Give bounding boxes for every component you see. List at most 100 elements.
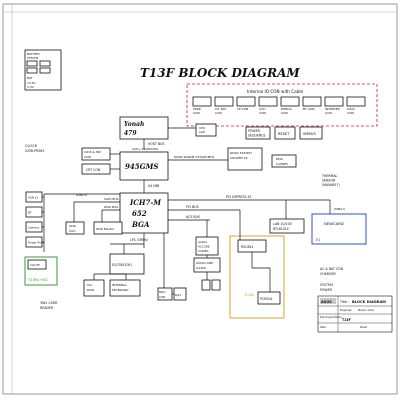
io-con-label: BT CON — [303, 107, 315, 111]
svg-text:ODD: ODD — [69, 224, 77, 228]
svg-text:13.5V: 13.5V — [27, 81, 37, 85]
cpu-cap: CPU CAP — [195, 123, 217, 137]
ddr-capres: DDR CAPRES — [271, 154, 297, 168]
svg-text:945GMS: 945GMS — [125, 162, 158, 171]
svg-text:SENSOR: SENSOR — [322, 179, 336, 183]
newcard-slot: NEWCARD E1 — [311, 213, 367, 245]
svg-text:CLOCK: CLOCK — [25, 144, 38, 148]
cardbus-controller-group: R5C841 3CBg PCMCIA — [229, 235, 285, 319]
diagram-title: T13F BLOCK DIAGRAM — [140, 66, 300, 80]
svg-text:RJ11: RJ11 — [175, 293, 182, 297]
svg-text:EC(IT8510E): EC(IT8510E) — [112, 263, 132, 267]
svg-text:CPU: CPU — [199, 126, 205, 130]
io-con-label: CON — [215, 111, 222, 115]
svg-text:ISA: ISA — [87, 283, 93, 287]
svg-text:DDR2 533/667: DDR2 533/667 — [230, 151, 252, 155]
svg-text:KEYBOARD: KEYBOARD — [112, 288, 129, 292]
svg-text:3CBg: 3CBg — [244, 292, 255, 297]
gmch-945gms: 945GMS — [119, 151, 169, 181]
usb-label-left: USB2.0 — [76, 193, 87, 197]
svg-text:ICS9LPR363: ICS9LPR363 — [25, 149, 44, 153]
svg-text:652: 652 — [132, 209, 147, 218]
svg-text:RESET: RESET — [278, 132, 290, 136]
left-con-label: Camera — [28, 226, 39, 230]
svg-text:ASUS: ASUS — [321, 300, 332, 304]
io-con-label: CCD — [259, 107, 266, 111]
svg-text:T13F: T13F — [342, 318, 351, 322]
svg-text:CAP: CAP — [199, 130, 205, 134]
isa-rom: ISA ROM — [83, 279, 105, 297]
hdd-master: HDD Master — [93, 221, 123, 235]
card-reader: 3IN1 CARD READER — [40, 301, 58, 310]
svg-text:SYSTEM: SYSTEM — [320, 283, 333, 287]
left-con-label: USB x3 — [28, 196, 38, 200]
title-block: ASUS Title : BLOCK DIAGRAM Engineer: Mar… — [317, 295, 393, 333]
svg-text:INTERNAL: INTERNAL — [112, 283, 127, 287]
svg-text:DDR: DDR — [276, 157, 283, 161]
io-con-label: TP CON — [236, 107, 248, 111]
svg-text:POWER: POWER — [248, 129, 261, 133]
svg-text:RTL8101E: RTL8101E — [273, 227, 289, 231]
svg-text:ICH7-M: ICH7-M — [129, 198, 161, 207]
svg-text:VFD/FB: VFD/FB — [27, 56, 38, 60]
svg-text:SODIMM X2: SODIMM X2 — [230, 156, 248, 160]
rj11-jack: RJ11 — [173, 287, 187, 301]
cpu-yonah: Yonah 479 — [119, 116, 169, 140]
left-con-box — [27, 259, 47, 270]
io-con-0 — [192, 96, 212, 107]
svg-text:SMBUS: SMBUS — [303, 132, 316, 136]
svg-text:LVDS & INV: LVDS & INV — [84, 150, 102, 154]
mic-jack — [211, 279, 221, 291]
io-con-label: Int. MIC — [215, 107, 226, 111]
svg-text:Title :: Title : — [339, 300, 349, 304]
svg-text:Slim: Slim — [69, 229, 76, 233]
reset-block: RESET — [274, 126, 296, 140]
svg-text:CHARGER: CHARGER — [320, 272, 337, 276]
pci-express-label: PCI EXPRESS X1 — [226, 195, 252, 199]
lpc-label: LPC 33MHz — [130, 238, 148, 242]
svg-text:NEWCARD: NEWCARD — [324, 221, 344, 226]
svg-text:MDC: MDC — [159, 290, 166, 294]
svg-text:Yonah: Yonah — [124, 121, 144, 128]
svg-text:R5C841: R5C841 — [241, 245, 254, 249]
svg-text:PCMCIA: PCMCIA — [260, 297, 273, 301]
io-con-label: SPKR — [193, 107, 201, 111]
io-con-label: DEBUG — [281, 107, 292, 111]
pata-bus-label: PATA BUS — [104, 205, 118, 209]
svg-text:Size Project Name: Size Project Name — [320, 316, 342, 319]
io-con-7 — [346, 96, 366, 107]
io-con-label: INVERTER — [325, 107, 340, 111]
io-con-2 — [236, 96, 256, 107]
svg-text:Engineer:: Engineer: — [340, 308, 353, 312]
lvds-inv-con: LVDS & INV CON — [81, 147, 111, 161]
svg-text:HDD Master: HDD Master — [96, 227, 115, 231]
azalia-codec: Azalia ALC268 CODEC — [195, 236, 219, 256]
io-con-3 — [258, 96, 278, 107]
mdc-con: MDC CON — [157, 287, 173, 301]
svg-text:BATTERY: BATTERY — [27, 52, 40, 56]
svg-text:3.3V: 3.3V — [27, 85, 35, 89]
asus-logo — [320, 298, 336, 304]
svg-text:BAT: BAT — [27, 76, 33, 80]
svg-text:AC & BAT CON: AC & BAT CON — [320, 267, 344, 271]
left-con-label: Finger Print — [28, 241, 45, 245]
t13fv-board: T13Fv +02 — [24, 256, 58, 286]
svg-text:CON: CON — [84, 155, 91, 159]
svg-text:THERMAL: THERMAL — [321, 174, 338, 178]
thermal-sensor: THERMAL SENSOR (MAX6657) — [321, 174, 340, 187]
usb-label-right: USB2.0 — [334, 207, 345, 211]
svg-text:ROM: ROM — [87, 288, 94, 292]
speaker-jack — [201, 279, 211, 291]
io-con-label: CON — [325, 111, 332, 115]
svg-text:CAPRES: CAPRES — [276, 162, 288, 166]
ich7m-southbridge: ICH7-M 652 BGA — [119, 192, 169, 234]
power-sequence: POWER SEQUENCE — [245, 126, 271, 140]
left-con-label: CLK/TE — [30, 263, 40, 267]
svg-text:Marvin Chen: Marvin Chen — [358, 308, 375, 312]
svg-text:POWER: POWER — [320, 288, 333, 292]
ac-bat-con: AC & BAT CON CHARGER — [320, 267, 344, 276]
battery-block: BATTERY VFD/FB BAT 13.5V 3.3V — [24, 49, 62, 91]
host-bus-label: HOST BUS — [148, 142, 164, 146]
